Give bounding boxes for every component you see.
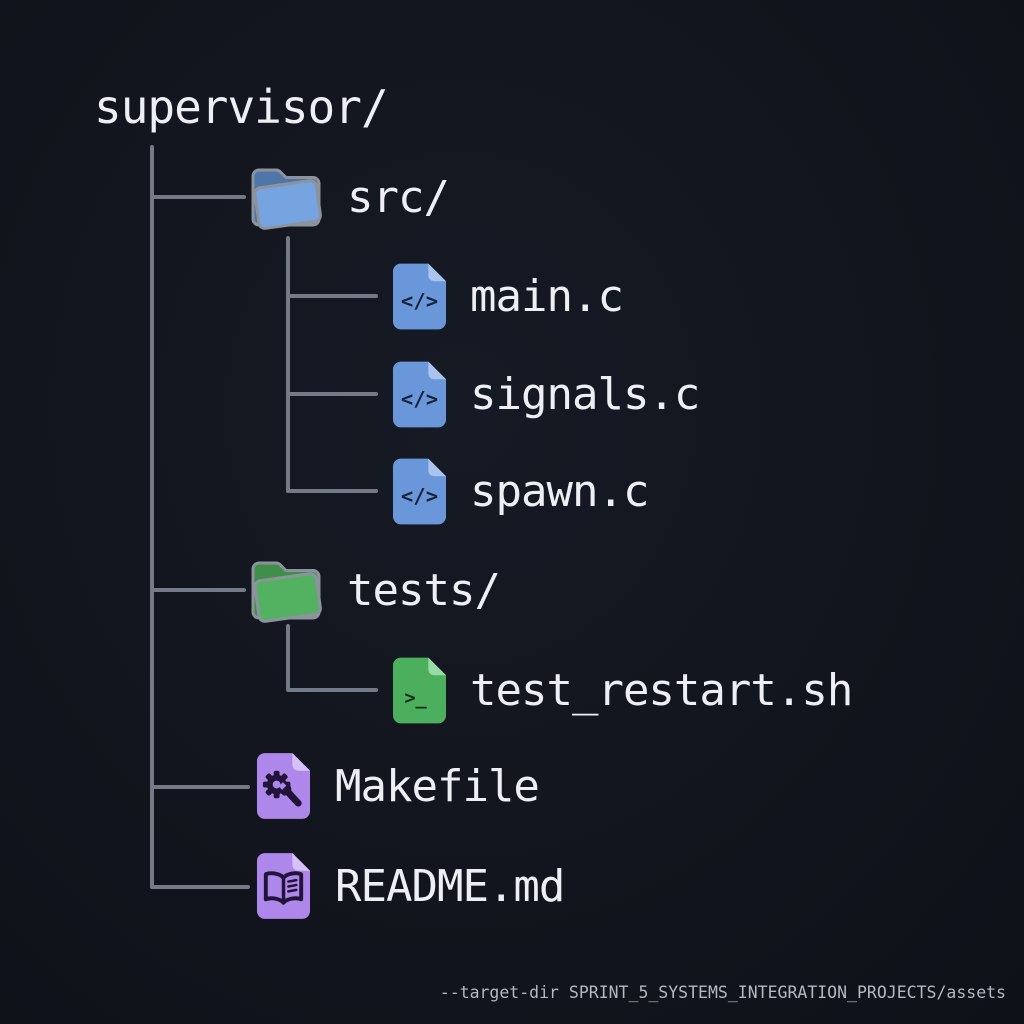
- gear-wrench-glyph: [262, 770, 302, 807]
- tree-node-src: src/: [246, 161, 450, 233]
- svg-text:>_: >_: [404, 687, 427, 708]
- code-file-icon: </>: [392, 361, 447, 427]
- branch-line-readme: [150, 885, 250, 889]
- tree-node-makefile: Makefile: [256, 750, 540, 822]
- branch-line-src: [150, 195, 246, 199]
- file-label: spawn.c: [470, 465, 649, 517]
- readme-file-icon: [256, 853, 311, 919]
- file-label: README.md: [335, 860, 565, 912]
- branch-line-main-c: [286, 294, 378, 298]
- file-label: main.c: [470, 270, 624, 322]
- folder-label: src/: [347, 171, 450, 223]
- tree-node-signals-c: </> signals.c: [392, 358, 700, 430]
- open-book-glyph: [263, 871, 304, 905]
- branch-line-tests: [150, 588, 246, 592]
- branch-line-makefile: [150, 785, 250, 789]
- file-label: signals.c: [470, 368, 700, 420]
- file-label: test_restart.sh: [470, 664, 853, 716]
- build-file-icon: [256, 753, 311, 819]
- tree-node-tests: tests/: [246, 554, 501, 626]
- branch-line-signals-c: [286, 392, 378, 396]
- folder-icon: [251, 168, 322, 230]
- branch-line-spawn-c: [286, 489, 378, 493]
- folder-icon: [251, 561, 322, 623]
- tree-trunk-line: [150, 145, 154, 889]
- shell-file-icon: >_: [392, 657, 447, 723]
- tree-node-spawn-c: </> spawn.c: [392, 455, 649, 527]
- code-file-icon: </>: [392, 458, 447, 524]
- code-file-icon: </>: [392, 263, 447, 329]
- tree-node-main-c: </> main.c: [392, 260, 624, 332]
- root-directory-label: supervisor/: [94, 80, 389, 134]
- tests-subtree-line: [286, 624, 290, 690]
- target-dir-caption: --target-dir SPRINT_5_SYSTEMS_INTEGRATIO…: [439, 983, 1006, 1002]
- tree-node-readme-md: README.md: [256, 850, 565, 922]
- svg-text:</>: </>: [401, 386, 438, 410]
- folder-label: tests/: [347, 564, 501, 616]
- tree-node-test-restart-sh: >_ test_restart.sh: [392, 654, 853, 726]
- svg-text:</>: </>: [401, 483, 438, 507]
- src-subtree-line: [286, 236, 290, 493]
- branch-line-test-restart: [286, 688, 378, 692]
- svg-text:</>: </>: [401, 288, 438, 312]
- file-label: Makefile: [335, 760, 540, 812]
